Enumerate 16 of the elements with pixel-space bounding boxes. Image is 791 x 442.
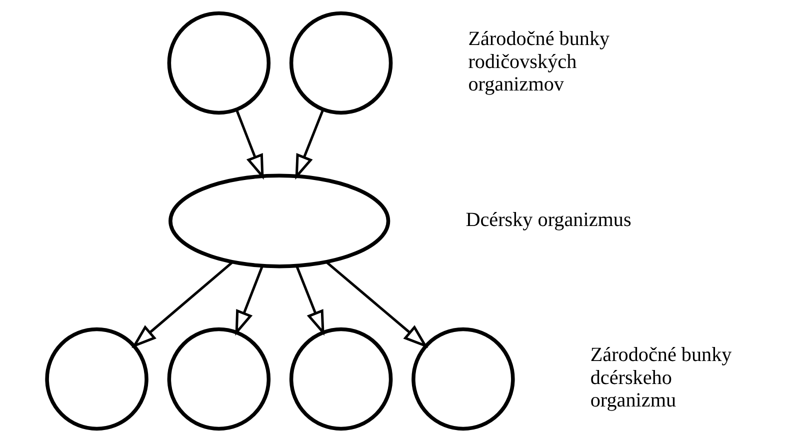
node-ellipse (168, 174, 390, 268)
label: Dcérsky organizmus (466, 208, 632, 231)
label: Zárodočné bunky dcérskeho organizmu (590, 344, 732, 412)
arrow (235, 266, 264, 336)
arrow (132, 261, 234, 348)
node-circle (45, 327, 148, 431)
arrow (295, 109, 324, 180)
node-circle (289, 327, 393, 431)
node-circle (289, 11, 393, 115)
node-circle (412, 327, 515, 431)
node-circle (167, 11, 271, 115)
arrow (326, 261, 428, 348)
label: Zárodočné bunky rodičovských organizmov (468, 28, 610, 96)
arrow (235, 109, 264, 180)
node-circle (167, 327, 271, 431)
arrow (296, 266, 324, 336)
